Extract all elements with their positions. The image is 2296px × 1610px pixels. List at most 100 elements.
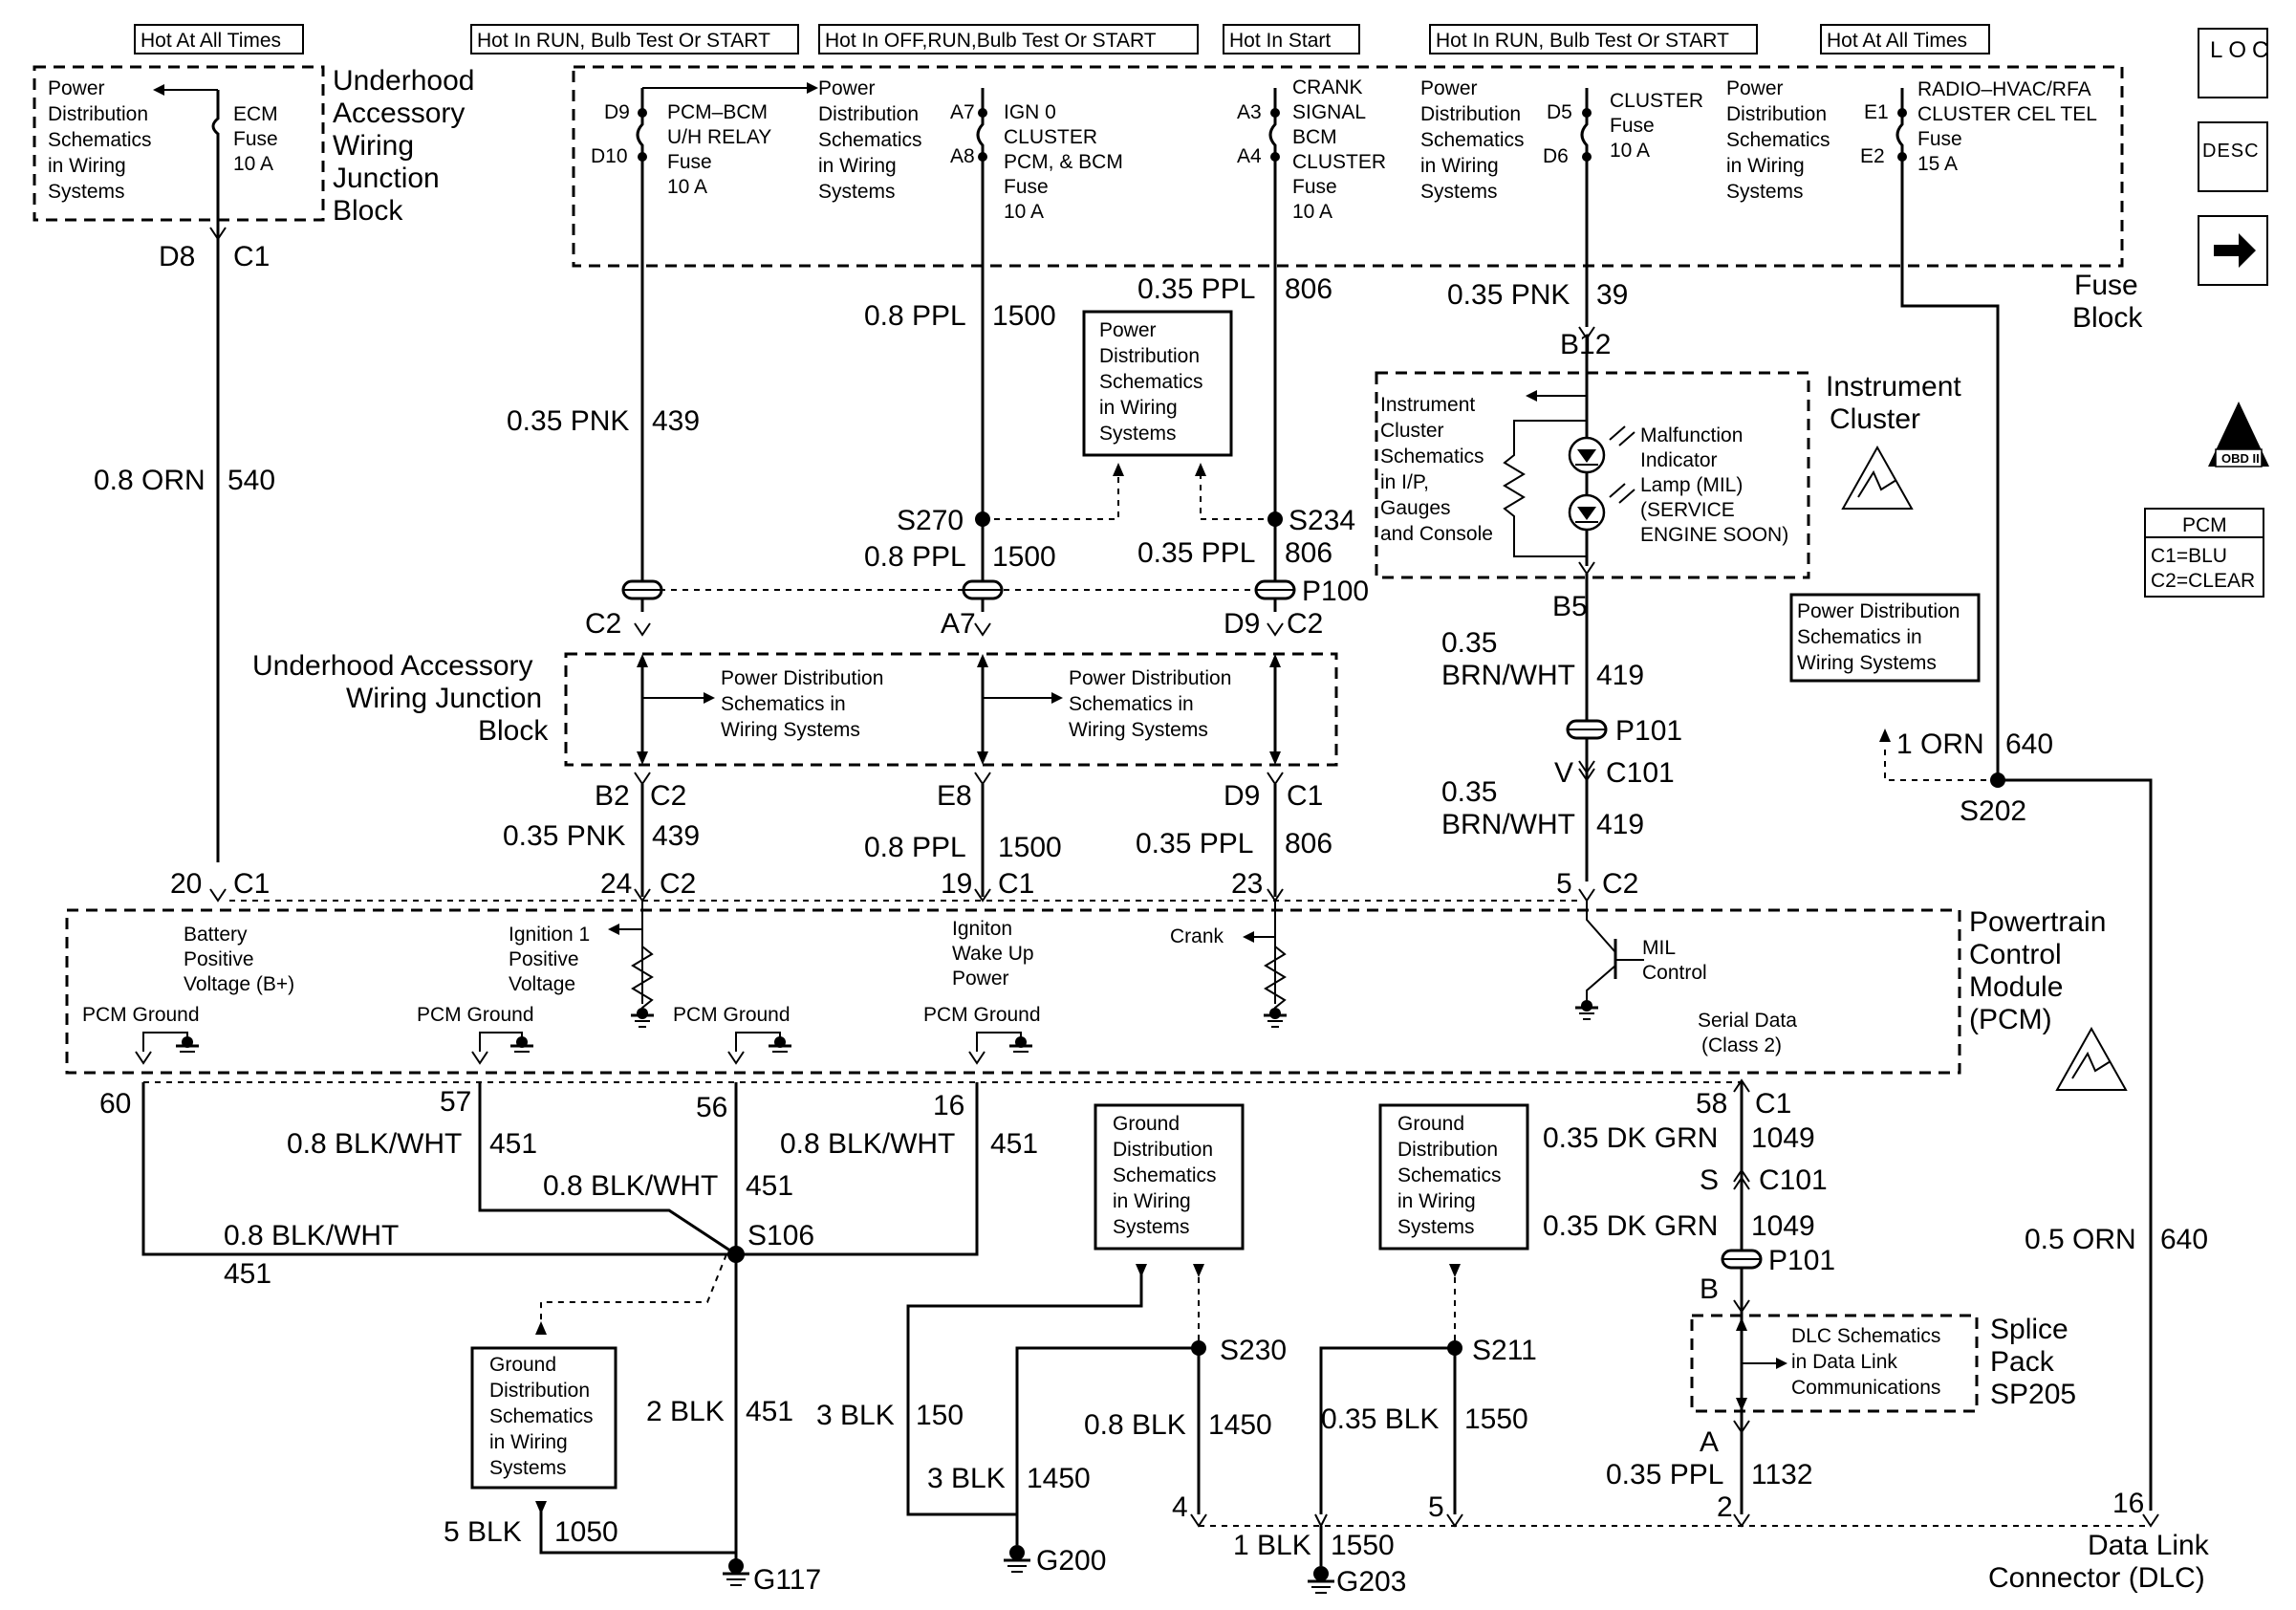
ign0-fuse-label: IGN 0 CLUSTER PCM, & BCM Fuse 10 A (1004, 101, 1123, 223)
wire-1550b-number: 1550 (1331, 1530, 1395, 1561)
pcm-label: Powertrain Control Module (PCM) (1969, 906, 2106, 1035)
wire-540-number: 540 (227, 465, 275, 496)
wire-451-number-2: 451 (746, 1170, 793, 1202)
wire-1049-gauge-2: 0.35 DK GRN (1543, 1210, 1718, 1242)
svg-text:Wiring: Wiring (333, 130, 414, 162)
svg-text:Instrument: Instrument (1380, 394, 1475, 416)
power-dist-ref-3: Power Distribution Schematics in Wiring … (1420, 77, 1525, 203)
connector-C101-label: C101 (1759, 1164, 1828, 1196)
pin-D6: D6 (1543, 145, 1569, 167)
wire-1500-gauge-3: 0.8 PPL (864, 832, 966, 863)
pin-5b: 5 (1428, 1491, 1444, 1523)
ground-dist-ref-box-1: Ground Distribution Schematics in Wiring… (470, 1346, 617, 1490)
svg-text:Fuse: Fuse (1292, 176, 1337, 198)
svg-text:Wake Up: Wake Up (952, 943, 1034, 965)
loc-icon-label: LOC (2210, 37, 2274, 63)
pin-C2c: C2 (650, 780, 686, 812)
loc-icon[interactable]: LOC (2198, 28, 2274, 98)
svg-text:Distribution: Distribution (48, 103, 148, 125)
wire-1049-gauge: 0.35 DK GRN (1543, 1122, 1718, 1154)
svg-text:Block: Block (333, 195, 403, 227)
instrument-cluster-block (1375, 371, 1810, 579)
pin-A3: A3 (1237, 101, 1262, 123)
wire-419-number: 419 (1596, 660, 1644, 691)
svg-text:Systems: Systems (1099, 423, 1177, 445)
wire-439-gauge: 0.35 PNK (507, 405, 629, 437)
connector-P100-label: P100 (1302, 576, 1369, 607)
wire-1132-gauge: 0.35 PPL (1606, 1459, 1723, 1490)
wire-1050-gauge: 5 BLK (444, 1516, 522, 1548)
svg-text:Power: Power (1099, 319, 1157, 341)
pin-E2: E2 (1860, 145, 1885, 167)
desc-icon[interactable]: DESC (2198, 121, 2268, 192)
pin-C2: C2 (585, 608, 621, 640)
svg-text:Power: Power (1420, 77, 1478, 99)
splice-pack-label: Splice Pack SP205 (1990, 1314, 2076, 1410)
svg-text:SP205: SP205 (1990, 1379, 2076, 1410)
pcm-block (65, 908, 1961, 1075)
svg-text:Positive: Positive (184, 948, 254, 970)
svg-text:Underhood: Underhood (333, 65, 474, 97)
wire-806-gauge-3: 0.35 PPL (1136, 828, 1253, 859)
svg-text:Power: Power (48, 77, 105, 99)
svg-text:Distribution: Distribution (1113, 1139, 1213, 1161)
splice-S106-label: S106 (747, 1220, 814, 1251)
svg-text:Systems: Systems (1113, 1216, 1190, 1238)
pin-2: 2 (1717, 1491, 1733, 1523)
svg-text:Distribution: Distribution (818, 103, 919, 125)
crank-fuse-wire (1268, 88, 1277, 612)
svg-text:PCM Ground: PCM Ground (923, 1004, 1041, 1026)
svg-text:Module: Module (1969, 971, 2063, 1003)
svg-text:Cluster: Cluster (1380, 420, 1444, 442)
splice-S106 (727, 1246, 745, 1263)
crank-fuse-label: CRANK SIGNAL BCM CLUSTER Fuse 10 A (1292, 76, 1386, 223)
wire-1049-number-2: 1049 (1751, 1210, 1815, 1242)
svg-text:Power: Power (1726, 77, 1784, 99)
svg-text:in Wiring: in Wiring (1397, 1190, 1476, 1212)
wire-1132-number: 1132 (1751, 1459, 1813, 1490)
svg-text:in Wiring: in Wiring (48, 155, 126, 177)
svg-text:Distribution: Distribution (1726, 103, 1827, 125)
header-label: Hot In RUN, Bulb Test Or START (1436, 30, 1729, 52)
ground-G200-label: G200 (1036, 1545, 1106, 1577)
svg-text:Fuse: Fuse (1004, 176, 1049, 198)
cluster-fuse-label: CLUSTER Fuse 10 A (1610, 90, 1703, 162)
svg-text:Accessory: Accessory (333, 98, 465, 129)
svg-text:Systems: Systems (818, 181, 896, 203)
pin-B5: B5 (1552, 591, 1588, 622)
svg-text:in Wiring: in Wiring (489, 1431, 568, 1453)
svg-text:(SERVICE: (SERVICE (1640, 499, 1735, 521)
svg-text:and Console: and Console (1380, 523, 1493, 545)
pin-S: S (1700, 1164, 1719, 1196)
svg-text:Ground: Ground (1113, 1113, 1180, 1135)
ground-symbol-icon (1575, 1000, 1598, 1020)
wire-451-gauge-3: 0.8 BLK/WHT (780, 1128, 955, 1160)
fuse-block (572, 65, 2124, 268)
right-arrow-icon[interactable] (2198, 215, 2268, 286)
svg-text:Indicator: Indicator (1640, 449, 1718, 471)
pin-D8: D8 (159, 241, 195, 272)
wire-419-gauge-3: 0.35 (1441, 776, 1497, 808)
svg-text:Systems: Systems (1726, 181, 1804, 203)
ground-G117-label: G117 (753, 1564, 821, 1596)
pcm-legend-title: PCM (2182, 514, 2227, 536)
header-hot-in-off-run: Hot In OFF,RUN,Bulb Test Or START (818, 24, 1199, 54)
wire-540-gauge: 0.8 ORN (94, 465, 206, 496)
svg-text:in Wiring: in Wiring (1726, 155, 1805, 177)
svg-text:in Data Link: in Data Link (1791, 1351, 1897, 1373)
svg-text:10 A: 10 A (1610, 140, 1650, 162)
svg-text:Splice: Splice (1990, 1314, 2069, 1345)
svg-text:Igniton: Igniton (952, 918, 1012, 940)
svg-text:Voltage: Voltage (509, 973, 575, 995)
wire-451b-gauge: 2 BLK (646, 1396, 725, 1427)
svg-text:10 A: 10 A (667, 176, 707, 198)
svg-text:15 A: 15 A (1917, 153, 1958, 175)
pcm-bcm-fuse-wire (636, 88, 644, 612)
pin-D9: D9 (604, 101, 630, 123)
arrow-up-icon (1195, 463, 1206, 476)
ground-G117 (723, 1558, 749, 1586)
wire-640b-gauge: 0.5 ORN (2025, 1224, 2136, 1255)
svg-text:Lamp (MIL): Lamp (MIL) (1640, 474, 1743, 496)
ground-G200 (1004, 1545, 1030, 1573)
wire-806-number-3: 806 (1285, 828, 1332, 859)
